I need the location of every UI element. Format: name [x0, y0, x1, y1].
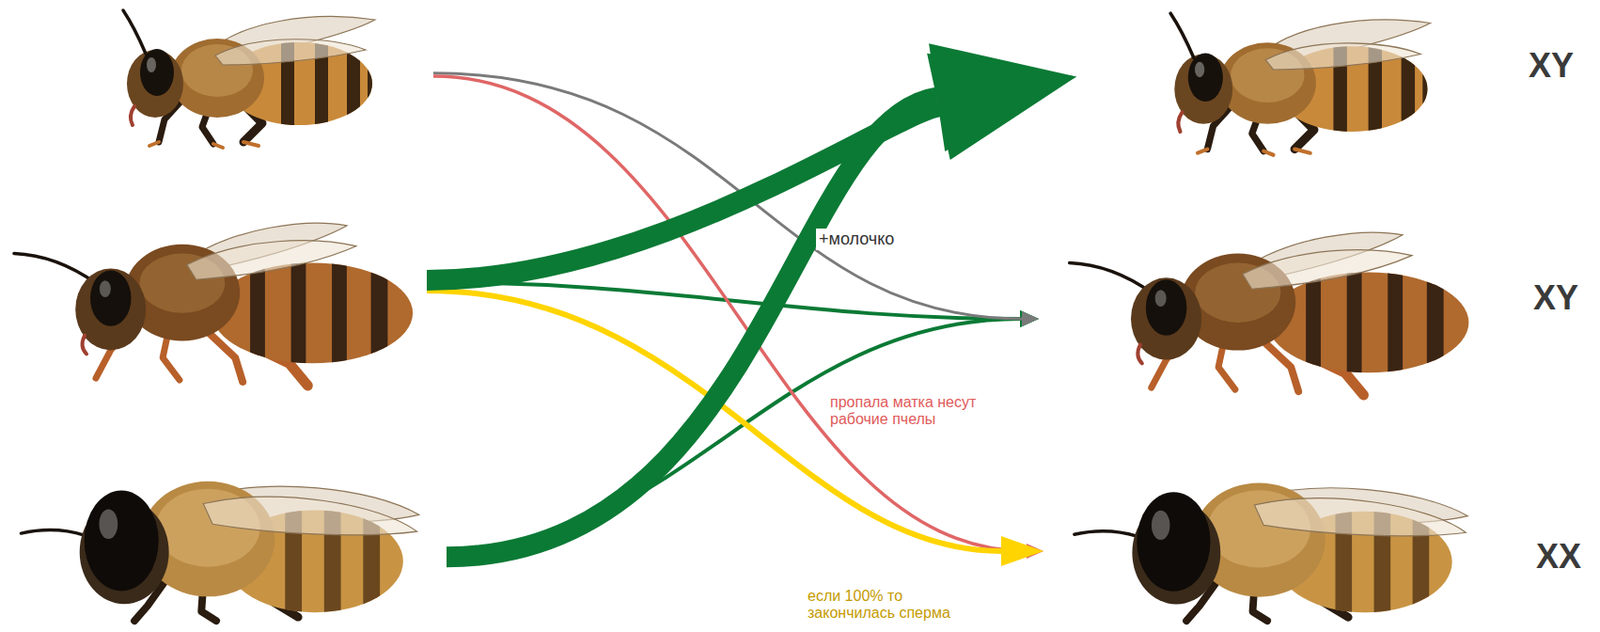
worker-bee-left: [123, 10, 387, 148]
drone-bee-right: [1074, 482, 1468, 627]
main-flow-arrow: [446, 43, 1077, 557]
arrowhead: [1019, 310, 1039, 328]
connector-line: [426, 106, 939, 281]
edge-note: пропала матка несут рабочие пчелы: [827, 392, 1002, 430]
chromosome-label: XX: [1536, 537, 1582, 576]
queen-bee-right: [1069, 232, 1470, 395]
chromosome-label: XY: [1528, 47, 1574, 85]
unfertilised-arrow: [426, 290, 1044, 566]
drone-bee: XX: [1043, 460, 1589, 627]
worker-bee: [92, 4, 434, 156]
edge-note: +молочко: [815, 228, 897, 251]
drone-bee: [15, 456, 447, 627]
worker-bee: XY: [1076, 4, 1589, 165]
chromosome-label: XY: [1533, 279, 1579, 317]
arrowhead: [928, 43, 1077, 152]
worker-bee-right: [1170, 13, 1443, 156]
drone-bee-left: [20, 481, 419, 627]
queen-bee-left: [14, 222, 413, 386]
connector-line: [446, 97, 938, 558]
queen-bee: [10, 206, 427, 395]
connector-line: [426, 290, 1002, 551]
queen-bee: XY: [1038, 216, 1589, 405]
arrowhead: [1019, 310, 1039, 328]
thin-flow-arrow: [426, 282, 1039, 328]
connector-line: [433, 76, 1027, 551]
arrowhead: [1021, 311, 1039, 327]
arrowhead: [1001, 535, 1044, 566]
edge-note: если 100% то закончилась сперма: [804, 586, 960, 624]
